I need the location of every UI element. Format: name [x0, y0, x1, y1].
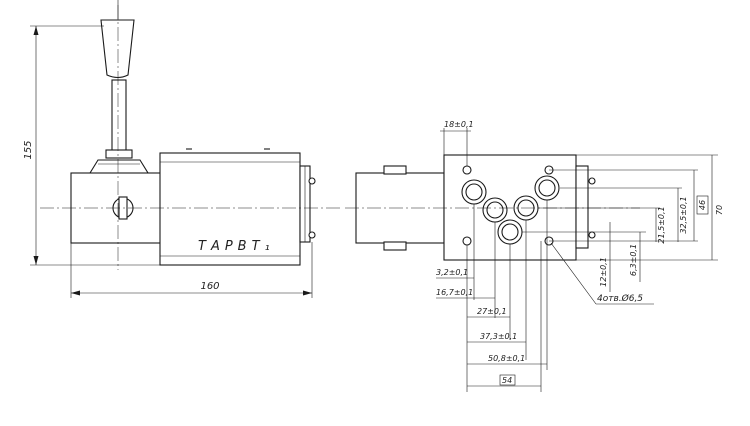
lever-shaft — [111, 79, 127, 156]
valve-housing — [159, 152, 301, 266]
svg-text:12±0,1: 12±0,1 — [599, 257, 608, 287]
right-dimensions: 70 46 32,5±0,1 21,5±0,1 6,3±0,1 12±0,1 — [522, 154, 724, 292]
svg-text:21,5±0,1: 21,5±0,1 — [657, 206, 666, 243]
svg-text:37,3±0,1: 37,3±0,1 — [480, 332, 517, 341]
height-dim-label: 155 — [23, 140, 34, 159]
svg-text:16,7±0,1: 16,7±0,1 — [436, 288, 473, 297]
svg-text:70: 70 — [715, 205, 724, 215]
side-view: ТАРВТ₁ 155 160 — [23, 0, 340, 298]
holes-note: 4отв.Ø6,5 — [550, 242, 654, 305]
svg-text:18±0,1: 18±0,1 — [444, 120, 474, 129]
model-label: ТАРВТ₁ — [198, 239, 275, 254]
length-dim-label: 160 — [200, 281, 219, 292]
front-view: 18±0,1 3,2±0,1 16,7±0,1 27±0,1 37,3±0,1 … — [345, 120, 724, 392]
lever-base — [89, 159, 149, 174]
svg-text:50,8±0,1: 50,8±0,1 — [488, 354, 525, 363]
handle-knob — [100, 19, 135, 79]
svg-text:4отв.Ø6,5: 4отв.Ø6,5 — [597, 293, 643, 304]
svg-text:32,5±0,1: 32,5±0,1 — [679, 196, 688, 233]
svg-text:27±0,1: 27±0,1 — [477, 307, 507, 316]
height-dimension: 155 — [23, 25, 160, 266]
lever-neck — [105, 149, 133, 159]
length-dimension: 160 — [70, 242, 313, 298]
dim-top-offset: 18±0,1 — [440, 120, 474, 166]
svg-text:46: 46 — [698, 200, 707, 210]
bottom-dimensions: 3,2±0,1 16,7±0,1 27±0,1 37,3±0,1 50,8±0,… — [436, 200, 548, 392]
side-block — [575, 165, 589, 249]
svg-text:54: 54 — [502, 376, 512, 385]
svg-text:6,3±0,1: 6,3±0,1 — [629, 244, 638, 276]
svg-text:3,2±0,1: 3,2±0,1 — [436, 268, 468, 277]
